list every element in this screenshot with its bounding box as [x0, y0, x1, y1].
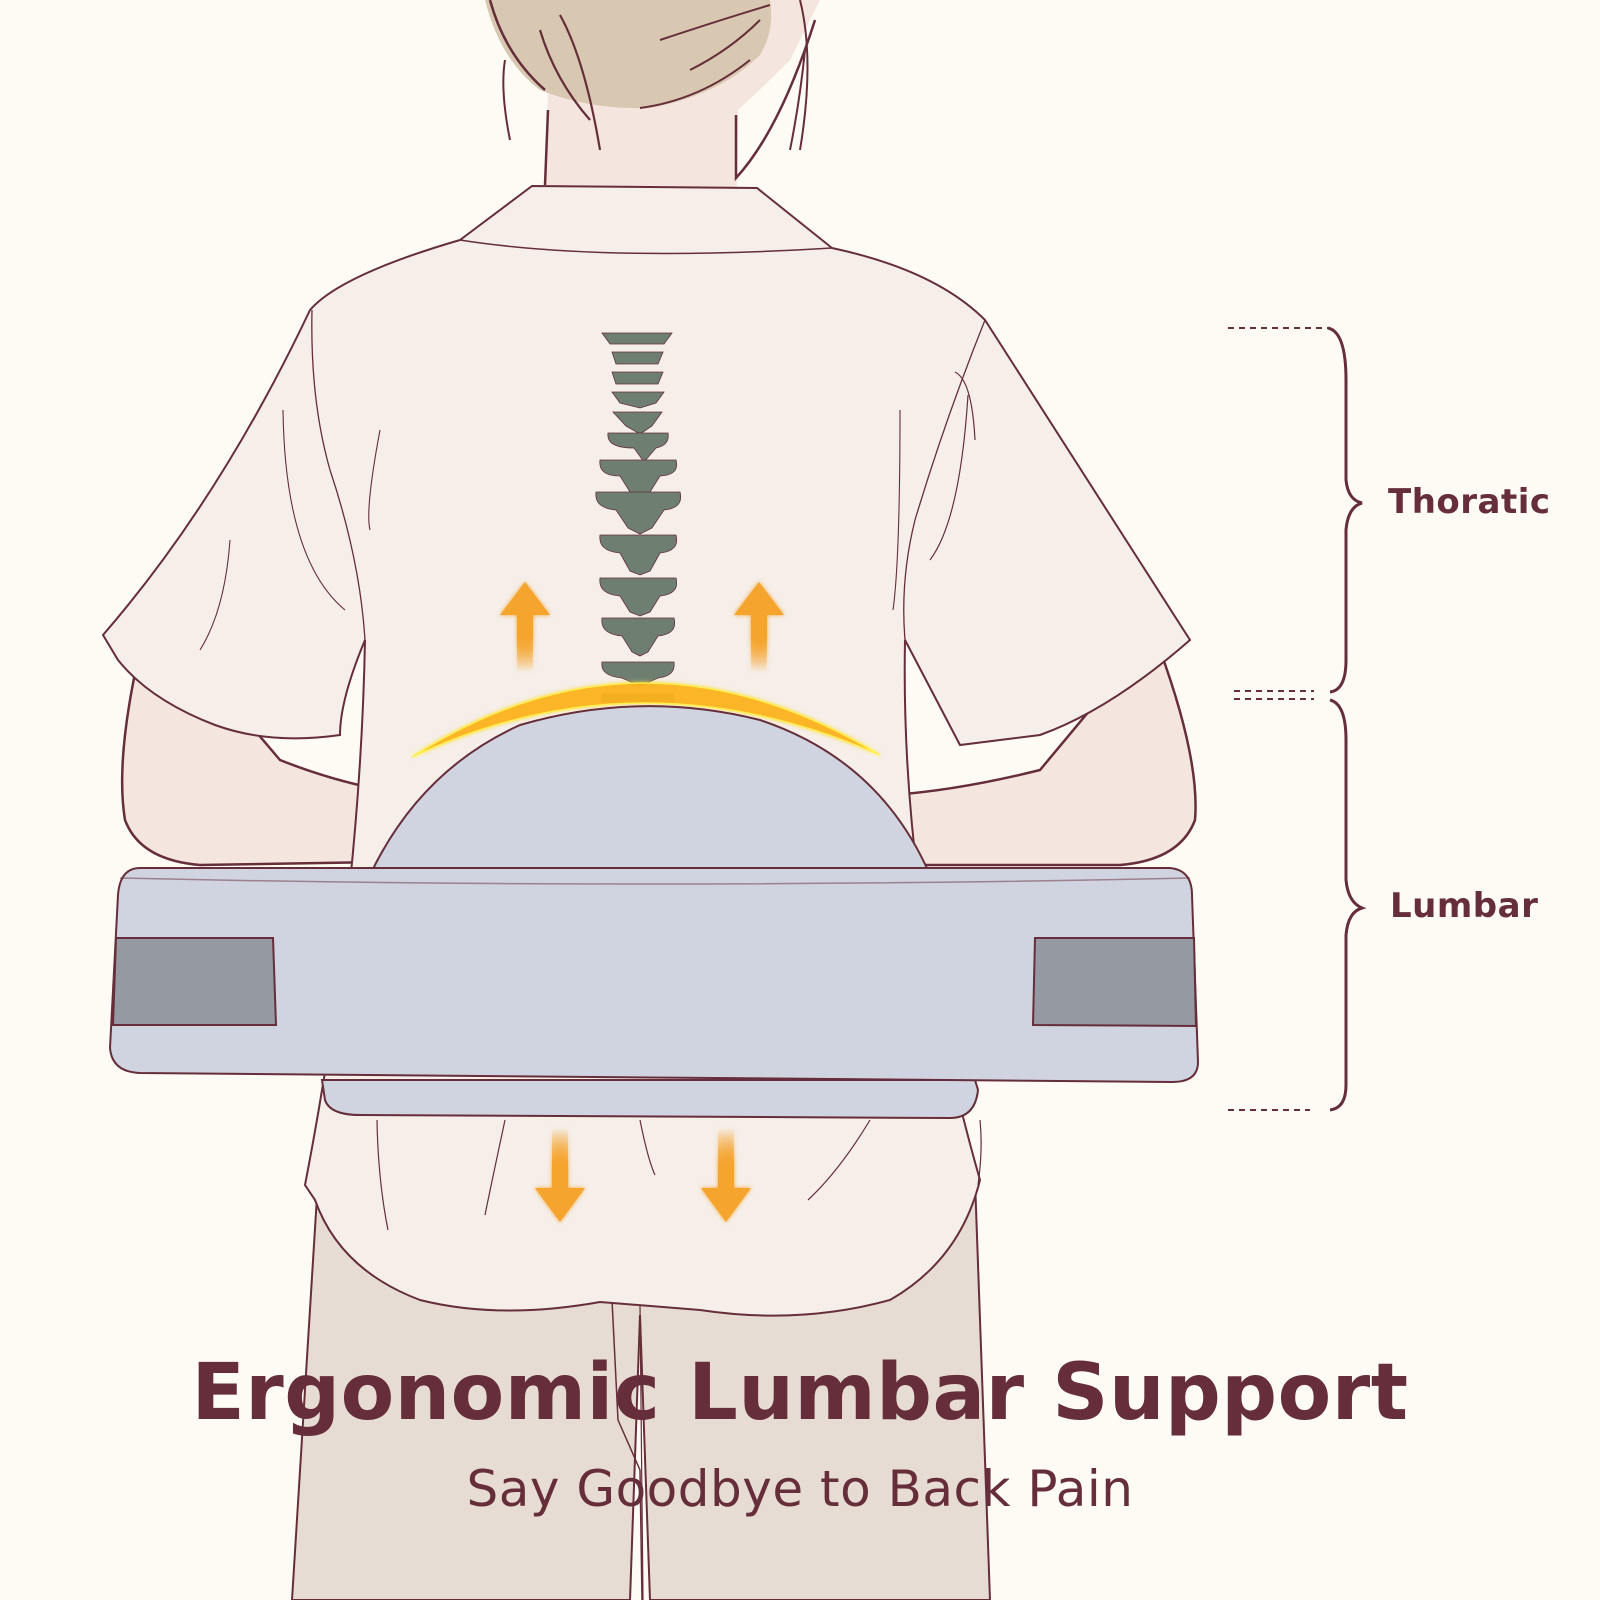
arrow-up-icon	[734, 582, 784, 672]
arrow-down-icon	[701, 1128, 751, 1222]
hair-bun	[485, 0, 809, 151]
lumbar-label: Lumbar	[1390, 886, 1539, 926]
spine	[595, 332, 682, 703]
velcro-patch-left	[111, 937, 278, 1026]
support-glow-arc	[411, 682, 881, 758]
page-title: Ergonomic Lumbar Support	[191, 1348, 1409, 1438]
lumbar-belt	[108, 867, 1200, 1084]
belt-lower-band	[320, 1079, 980, 1120]
arrow-up-icon	[500, 582, 550, 672]
velcro-patch-right	[1031, 937, 1198, 1028]
thoracic-label: Thoratic	[1388, 482, 1551, 522]
arrow-down-icon	[535, 1128, 585, 1222]
page-subtitle: Say Goodbye to Back Pain	[466, 1460, 1134, 1518]
lumbar-cushion-dome	[368, 705, 932, 876]
lumbar-bracket	[1228, 698, 1367, 1112]
thoracic-bracket	[1228, 326, 1363, 700]
